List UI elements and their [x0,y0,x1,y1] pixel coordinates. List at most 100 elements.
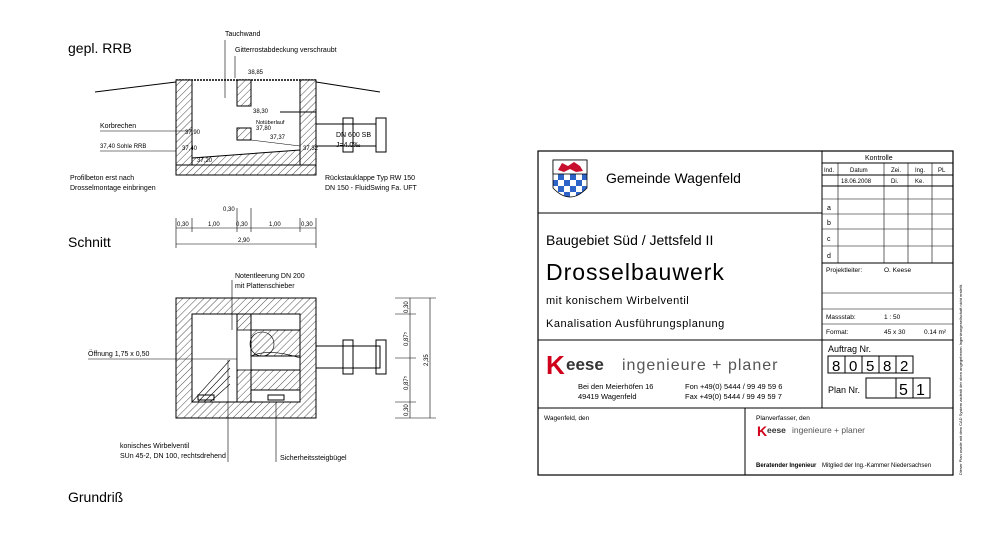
drain-pipe [250,139,301,147]
area-name: Baugebiet Süd / Jettsfeld II [546,232,713,248]
kontrolle-zei: Di. [891,179,899,185]
plan-outlet-flange-2 [375,339,387,375]
plan-total-dim: 2,35 [424,354,430,366]
drawing-subtitle: mit konischem Wirbelventil [546,295,689,307]
company-logo: K eese ingenieure + planer [546,350,778,380]
plan-stairs [191,359,231,403]
kontrolle-col-datum: Datum [850,168,868,174]
section-title: gepl. RRB [68,40,132,56]
drawing-title: Drosselbauwerk [546,259,725,285]
fax-number: Fax +49(0) 5444 / 99 49 59 7 [685,392,782,401]
label-profilbeton2: Drosselmontage einbringen [70,185,156,192]
outlet-flange-2 [375,117,387,153]
plan-label: Plan Nr. [828,385,860,395]
auftrag-number: 8 0 5 8 2 [827,355,914,375]
label-rueckstau2: DN 150 - FluidSwing Fa. UFT [325,185,418,192]
company-logo-small: K eese ingenieure + planer [757,423,865,439]
planverfasser-label: Planverfasser, den [756,415,810,422]
kontrolle-col-ind: Ind. [824,168,834,174]
label-sohle: 37,40 Sohle RRB [100,144,146,150]
kontrolle-row-b: b [827,220,831,227]
projektleiter-name: O. Keese [884,267,911,274]
dim-2: 1,00 [208,222,220,228]
label-notentleerung: Notentleerung DN 200 [235,273,305,280]
label-wirbelventil: konisches Wirbelventil [120,443,190,450]
plan-step-1 [197,394,215,401]
phone-number: Fon +49(0) 5444 / 99 49 59 6 [685,382,782,391]
dim-5: 0,30 [301,222,313,228]
plan-flow-line [250,352,301,359]
label-notueberlauf: Notüberlauf [256,120,285,126]
crest-icon [552,159,588,198]
address-line-1: Bei den Meierhöfen 16 [578,382,653,391]
level-8: 37,20 [197,158,213,164]
plan-view-label: Grundriß [68,489,123,505]
plan-dim-4: 0,30 [404,404,410,416]
level-2: 38,30 [253,109,269,115]
label-rueckstau: Rückstauklappe Typ RW 150 [325,175,415,182]
logo-initial: K [546,350,565,380]
address-line-2: 49419 Wagenfeld [578,392,637,401]
plan-channel-bottom [250,369,301,391]
label-oeffnung: Öffnung 1,75 x 0,50 [88,350,149,358]
auftrag-digit-1: 8 [832,358,840,375]
title-block: Gemeinde Wagenfeld Baugebiet Süd / Jetts… [537,150,963,476]
level-7: 37,32 [303,146,319,152]
massstab-label: Massstab: [826,314,856,321]
dim-1: 0,30 [177,222,189,228]
auftrag-digit-2: 0 [849,358,857,375]
logo-small-tail: ingenieure + planer [792,425,865,435]
wall-right [299,79,317,174]
level-1: 38,85 [248,70,264,76]
plan-opening [236,329,252,371]
kontrolle-ing: Ke. [915,179,924,185]
overflow-weir [236,127,252,141]
beratender-label: Beratender Ingenieur [756,463,817,469]
outlet-flange [342,117,354,153]
ground-line-left [94,81,177,93]
kammer-label: Mitglied der Ing.-Kammer Niedersachsen [822,463,931,469]
auftrag-digit-5: 2 [900,358,908,375]
kontrolle-heading: Kontrolle [865,155,893,162]
auftrag-digit-3: 5 [866,358,874,375]
plan-drawing: Grundriß Notentleerung DN 200 mit Platte… [68,273,436,505]
kontrolle-date: 18.06.2008 [841,179,872,185]
label-steigbuegel: Sicherheitssteigbügel [280,455,347,462]
plan-dim-2: 0,87⁵ [403,331,410,346]
kontrolle-row-a: a [827,205,831,212]
logo-tail: ingenieure + planer [622,357,778,374]
logo-name: eese [566,355,604,374]
wagenfeld-den-label: Wagenfeld, den [544,415,590,422]
ground-line-right [315,81,381,93]
format-value: 45 x 30 [884,329,906,336]
plan-digit-2: 1 [916,382,925,399]
level-3: 37,80 [256,126,272,132]
label-korbrechen: Korbrechen [100,123,136,130]
drawing-phase: Kanalisation Ausführungsplanung [546,318,725,330]
plan-number: 5 1 [865,377,931,399]
section-view-label: Schnitt [68,234,111,250]
baffle-wall [236,79,252,107]
kontrolle-col-zei: Zei. [891,168,901,174]
label-tauchwand: Tauchwand [225,31,261,38]
wall-left [175,79,193,174]
label-profilbeton: Profilbeton erst nach [70,175,134,182]
label-plattenschieber: mit Plattenschieber [235,283,295,290]
level-5: 37,40 [182,146,198,152]
kontrolle-col-pl: PL [938,168,946,174]
plan-step-2 [267,394,285,401]
dim-6: 0,30 [223,207,235,213]
plan-vortex-valve [249,331,275,357]
level-6: 37,37 [270,135,286,141]
auftrag-label: Auftrag Nr. [828,344,871,354]
logo-small-name: eese [767,425,786,435]
plan-dim-3: 0,87⁵ [403,375,410,390]
section-drawing: gepl. RRB Schnitt Tauchwand Gitterrostab… [68,31,418,250]
auftrag-digit-4: 8 [883,358,891,375]
plan-outlet-flange [342,339,354,375]
plan-channel-top [250,329,301,357]
label-wirbelventil2: SUn 45-2, DN 100, rechtsdrehend [120,453,226,460]
projektleiter-label: Projektleiter: [826,267,862,274]
bottom-slab [175,164,317,176]
